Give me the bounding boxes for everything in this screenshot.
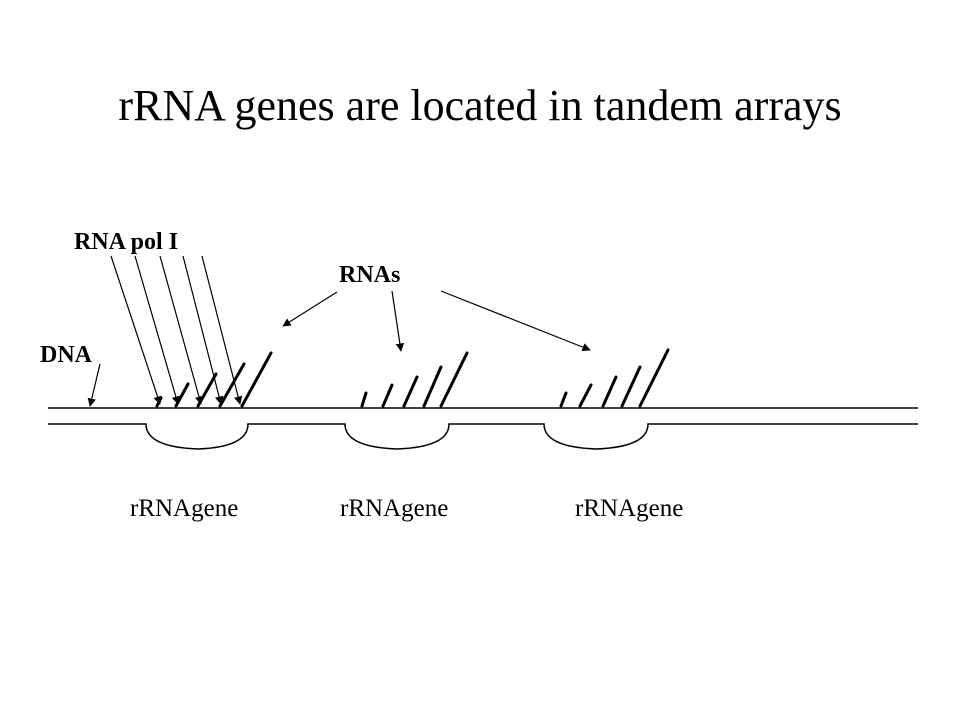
dna-bottom-strand: [48, 423, 918, 450]
dna-label: DNA: [40, 342, 92, 368]
rna-pol-arrows: [110, 255, 243, 405]
transcripts-gene-3: [559, 348, 670, 408]
gene-label-2: rRNAgene: [340, 495, 449, 522]
transcripts-gene-2: [360, 351, 469, 408]
rnas-label: RNAs: [339, 262, 401, 288]
rna-pol-label: RNA pol I: [74, 229, 179, 255]
dna-arrow: [87, 363, 101, 407]
slide-title: rRNA genes are located in tandem arrays: [118, 81, 842, 130]
gene-label-1: rRNAgene: [130, 495, 239, 522]
transcripts-gene-1: [155, 351, 273, 408]
rnas-arrows: [282, 290, 591, 352]
gene-label-3: rRNAgene: [575, 495, 684, 522]
